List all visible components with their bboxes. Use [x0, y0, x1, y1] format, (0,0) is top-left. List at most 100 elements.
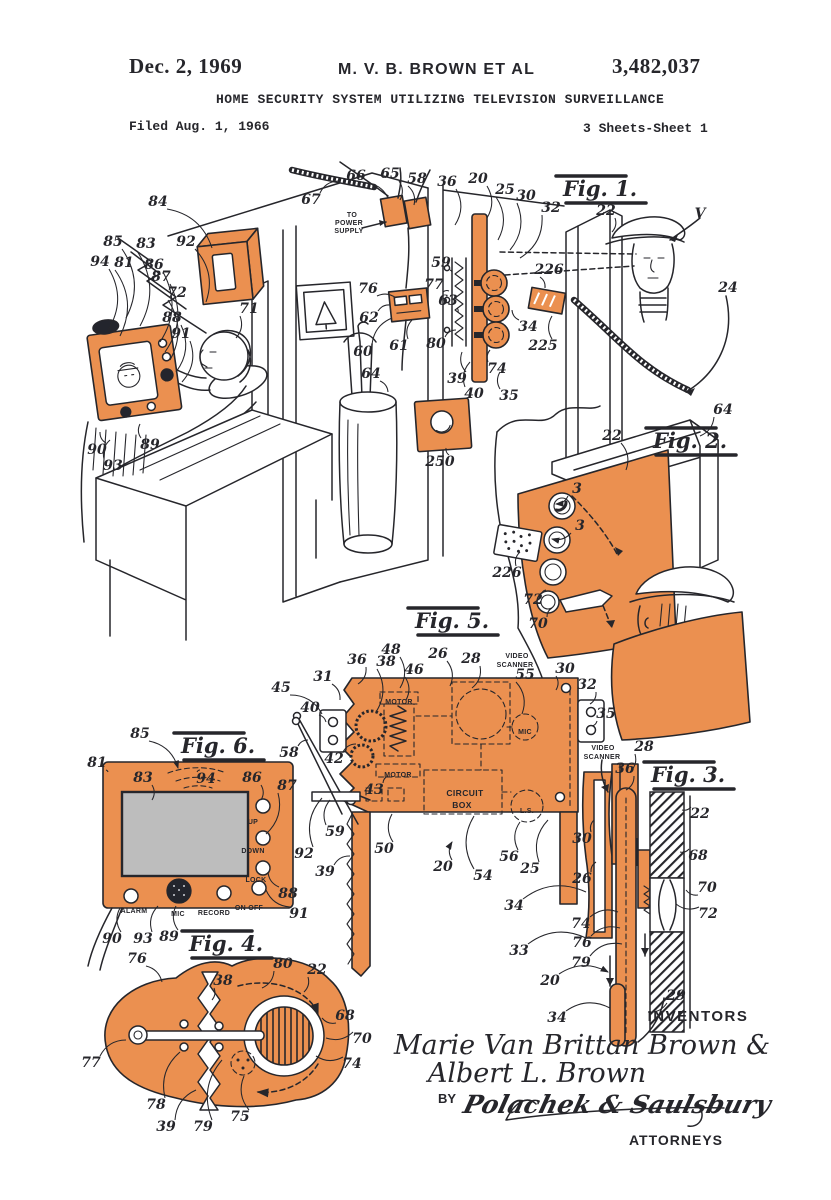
- ref-numeral: 45: [271, 680, 290, 696]
- ref-numeral: 89: [140, 437, 160, 453]
- ref-numeral: 74: [571, 916, 590, 932]
- leader-line: [443, 291, 449, 292]
- component-label: DOWN: [241, 848, 264, 855]
- ref-numeral: 46: [404, 662, 424, 678]
- ref-numeral: 79: [193, 1119, 213, 1135]
- svg-text:Fig. 6.: Fig. 6.: [180, 733, 255, 758]
- ref-numeral: 32: [577, 677, 597, 693]
- ref-numeral: 39: [315, 864, 335, 880]
- ref-numeral: 68: [688, 848, 708, 864]
- inventor-name-1: Marie Van Brittan Brown &: [393, 1030, 770, 1061]
- ref-numeral: 90: [87, 442, 107, 458]
- ref-numeral: 60: [353, 344, 373, 360]
- ref-numeral: 83: [136, 236, 156, 252]
- component-label: SUPPLY: [334, 228, 363, 235]
- ref-numeral: 58: [407, 171, 427, 187]
- ref-numeral: 79: [571, 955, 591, 971]
- component-label: ON OFF: [235, 905, 264, 912]
- ref-numeral: 22: [601, 428, 622, 444]
- leader-line: [173, 906, 178, 930]
- ref-numeral: 22: [595, 203, 616, 219]
- component-label: LOCK: [245, 877, 266, 884]
- leader-line: [324, 800, 330, 825]
- leader-line: [407, 320, 412, 339]
- component-label: CIRCUIT: [446, 788, 484, 798]
- leader-line: [309, 798, 322, 847]
- ref-numeral: 54: [473, 868, 492, 884]
- component-label: MOTOR: [385, 699, 412, 706]
- leader-line: [449, 842, 452, 860]
- ref-numeral: 64: [361, 366, 380, 382]
- ref-numeral: 36: [615, 761, 635, 777]
- ref-numeral: 50: [374, 841, 394, 857]
- ref-numeral: 83: [133, 770, 153, 786]
- leader-line: [487, 186, 492, 218]
- leader-line: [380, 381, 388, 392]
- ref-numeral: 72: [523, 592, 543, 608]
- ref-numeral: 76: [572, 935, 592, 951]
- ref-numeral: 87: [151, 269, 171, 285]
- ref-numeral: 3: [575, 518, 585, 534]
- ref-numeral: 31: [313, 669, 332, 685]
- leader-line: [510, 203, 521, 250]
- component-label: TO: [347, 212, 357, 219]
- ref-numeral: 34: [547, 1010, 566, 1026]
- ref-numeral: V: [695, 206, 708, 222]
- figure-title: Fig. 5.: [408, 608, 498, 635]
- ref-numeral: 28: [633, 739, 654, 755]
- leader-line: [549, 316, 552, 339]
- ref-numeral: 64: [713, 402, 732, 418]
- ref-numeral: 38: [213, 973, 233, 989]
- ref-numeral: 77: [81, 1055, 101, 1071]
- ref-numeral: 74: [487, 361, 506, 377]
- leader-line: [151, 906, 158, 932]
- ref-numeral: 67: [301, 192, 321, 208]
- svg-text:Fig. 1.: Fig. 1.: [562, 176, 637, 201]
- ref-numeral: 65: [380, 166, 399, 182]
- outlet-plate: [414, 398, 471, 452]
- ref-numeral: 94: [196, 771, 215, 787]
- ref-numeral: 250: [424, 454, 454, 470]
- ref-numeral: 22: [689, 806, 710, 822]
- leader-line: [515, 822, 520, 850]
- figure-title: Fig. 4.: [182, 931, 272, 958]
- ref-numeral: 34: [518, 319, 537, 335]
- ref-numeral: 70: [528, 616, 548, 632]
- ref-numeral: 33: [509, 943, 529, 959]
- ref-numeral: 28: [460, 651, 481, 667]
- by-label: BY: [438, 1091, 456, 1106]
- inventors-label: INVENTORS: [648, 1008, 749, 1025]
- ref-numeral: 91: [171, 326, 190, 342]
- ref-numeral: 226: [533, 262, 563, 278]
- leader-line: [540, 277, 545, 288]
- ref-numeral: 80: [273, 956, 293, 972]
- ref-numeral: 85: [130, 726, 149, 742]
- ref-numeral: 89: [159, 929, 179, 945]
- ref-numeral: 40: [300, 700, 320, 716]
- ref-numeral: 25: [519, 861, 539, 877]
- up-button: [256, 799, 270, 813]
- component-label: MIC: [171, 911, 185, 918]
- ref-numeral: 93: [103, 458, 123, 474]
- ref-numeral: 63: [438, 293, 458, 309]
- ref-numeral: 84: [148, 194, 167, 210]
- ref-numeral: 72: [167, 285, 187, 301]
- ref-numeral: 72: [698, 906, 718, 922]
- ref-numeral: 61: [389, 338, 408, 354]
- component-label: MOTOR: [384, 772, 411, 779]
- ref-numeral: 225: [527, 338, 557, 354]
- ref-numeral: 70: [697, 880, 717, 896]
- component-label: UP: [248, 819, 258, 826]
- component-label: VIDEO: [591, 745, 615, 752]
- ref-numeral: 26: [427, 646, 448, 662]
- leader-line: [332, 684, 340, 700]
- signature-block: INVENTORS Marie Van Brittan Brown & Albe…: [393, 1008, 776, 1148]
- ref-numeral: 30: [572, 831, 592, 847]
- ref-numeral: 24: [717, 280, 737, 296]
- ref-numeral: 68: [335, 1008, 355, 1024]
- relay-box: [389, 288, 430, 322]
- ref-numeral: 59: [325, 824, 345, 840]
- ref-numeral: 35: [499, 388, 518, 404]
- component-label: BOX: [452, 800, 472, 810]
